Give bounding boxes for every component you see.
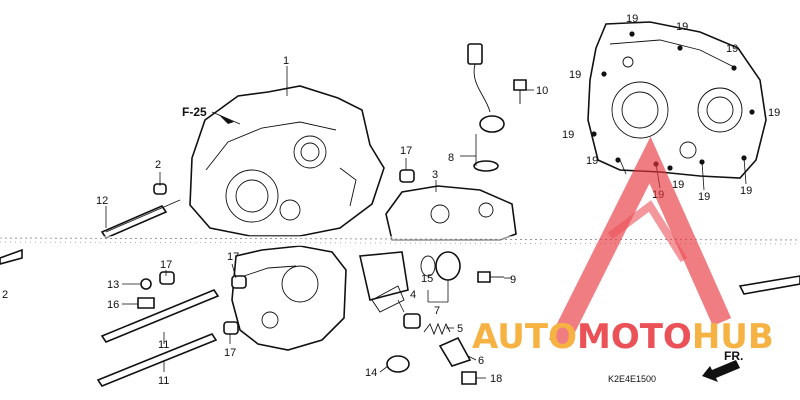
- left-crankcase-lower: [231, 245, 347, 351]
- callout-19-f: 19: [562, 129, 574, 141]
- watermark-logo: AUTOMOTOHUB: [472, 136, 774, 357]
- callout-2: 2: [155, 159, 161, 171]
- reference-label: F-25: [182, 105, 207, 119]
- callout-18: 18: [490, 373, 502, 385]
- callout-4: 4: [410, 289, 416, 301]
- watermark-text-auto: AUTO: [472, 317, 577, 357]
- reference-arrow: [218, 114, 234, 124]
- callout-19-g: 19: [586, 155, 598, 167]
- callout-19-j: 19: [698, 191, 710, 203]
- callout-19-a: 19: [626, 13, 638, 25]
- callout-5: 5: [457, 323, 463, 335]
- svg-text:AUTOMOTOHUB: AUTOMOTOHUB: [472, 317, 774, 357]
- right-crankcase-cover: [587, 21, 767, 179]
- callout-11-lower: 11: [158, 375, 169, 387]
- callout-7: 7: [434, 305, 440, 317]
- watermark-text-moto: MOTO: [577, 317, 692, 357]
- callout-19-k: 19: [740, 185, 752, 197]
- callout-17-d: 17: [224, 347, 236, 359]
- watermark-text-hub: HUB: [692, 317, 774, 357]
- callout-19-e: 19: [768, 107, 780, 119]
- callout-19-i: 19: [672, 179, 684, 191]
- callout-12: 12: [96, 195, 108, 207]
- callout-16: 16: [107, 299, 119, 311]
- callout-13: 13: [107, 279, 119, 291]
- callout-2-edge: 2: [2, 289, 8, 301]
- callout-15: 15: [421, 273, 433, 285]
- callout-11-upper: 11: [158, 339, 169, 351]
- callout-19-b: 19: [676, 21, 688, 33]
- callout-14: 14: [365, 367, 377, 379]
- callout-17-c: 17: [227, 251, 239, 263]
- direction-label: FR.: [724, 349, 743, 363]
- callout-19-c: 19: [726, 43, 738, 55]
- callout-19-d: 19: [569, 69, 581, 81]
- watermark-triangle: [549, 136, 732, 349]
- callout-17-b: 17: [160, 259, 172, 271]
- callout-10: 10: [536, 85, 548, 97]
- callout-8: 8: [448, 152, 454, 164]
- callout-3: 3: [432, 169, 438, 181]
- callout-9: 9: [510, 274, 516, 286]
- small-parts: [0, 43, 800, 387]
- callout-17-a: 17: [400, 145, 412, 157]
- center-housing: [359, 185, 517, 313]
- callout-6: 6: [478, 355, 484, 367]
- figure-code: K2E4E1500: [608, 374, 656, 384]
- left-crankcase-upper: [189, 85, 385, 237]
- callouts: 1 2 2 3 4 5 6 7 8 9 10 11 11 12 13 14 15…: [2, 13, 780, 387]
- callout-1: 1: [283, 55, 289, 67]
- front-direction-indicator: FR.: [702, 349, 743, 382]
- front-arrow-icon: [702, 360, 740, 382]
